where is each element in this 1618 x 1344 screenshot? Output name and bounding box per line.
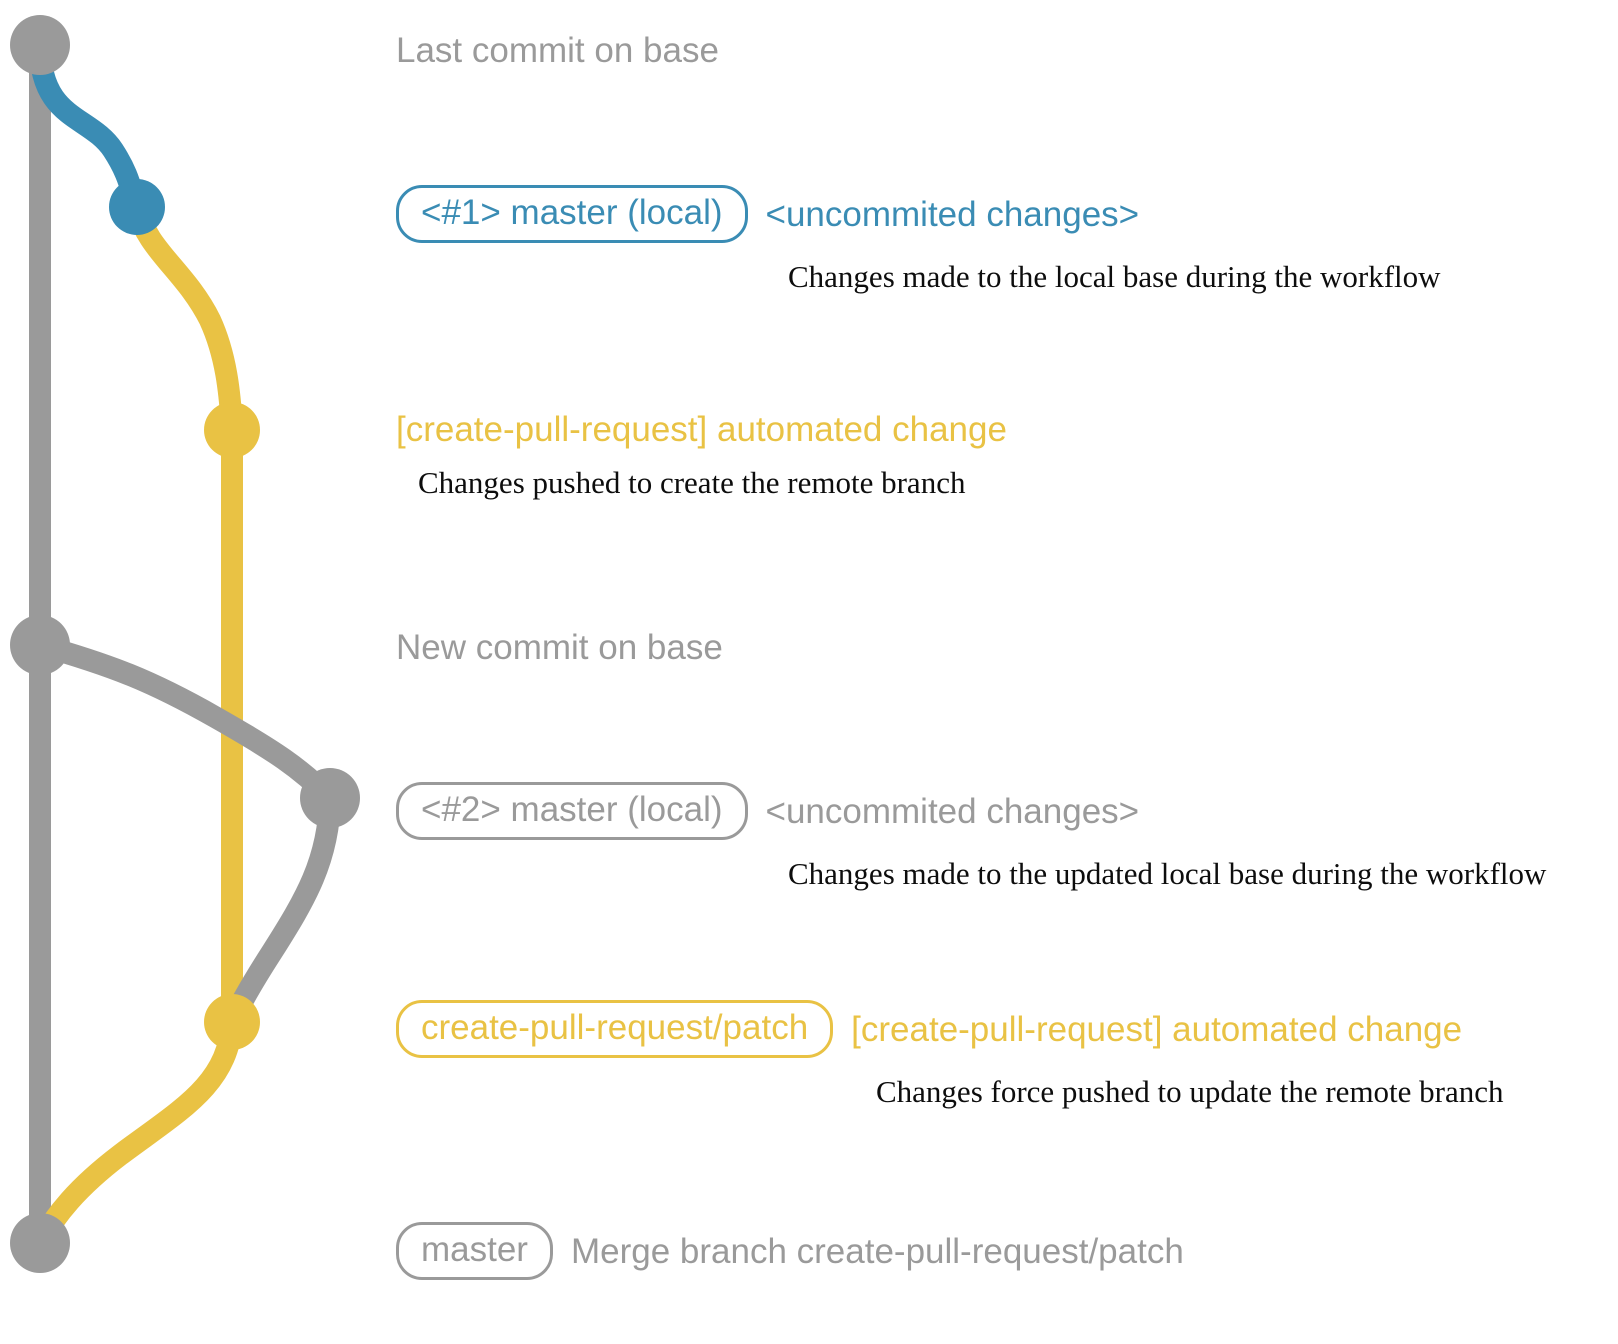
row-master-local-2: <#2> master (local) <uncommited changes>… xyxy=(396,782,1546,889)
node-local-2 xyxy=(300,768,360,828)
commit-note: Changes made to the local base during th… xyxy=(788,259,1441,294)
row-automated-change-2: create-pull-request/patch [create-pull-r… xyxy=(396,1000,1504,1107)
node-base-head xyxy=(10,15,70,75)
row-main: New commit on base xyxy=(396,630,723,665)
row-main: create-pull-request/patch [create-pull-r… xyxy=(396,1000,1504,1058)
ref-badge-master-local-1[interactable]: <#1> master (local) xyxy=(396,185,748,243)
commit-subject: New commit on base xyxy=(396,628,723,667)
edge-basenew-to-local2 xyxy=(29,634,341,809)
ref-badge-master-local-2[interactable]: <#2> master (local) xyxy=(396,782,748,840)
row-main: <#1> master (local) <uncommited changes> xyxy=(396,185,1441,243)
row-main: master Merge branch create-pull-request/… xyxy=(396,1222,1184,1280)
row-last-commit-on-base: Last commit on base xyxy=(396,33,719,68)
edge-patch2-to-merge xyxy=(29,1011,243,1254)
row-merge-commit: master Merge branch create-pull-request/… xyxy=(396,1222,1184,1280)
node-patch-1 xyxy=(204,402,260,458)
commit-note: Changes made to the updated local base d… xyxy=(788,856,1547,891)
commit-subject: <uncommited changes> xyxy=(765,194,1140,234)
row-main: Last commit on base xyxy=(396,33,719,68)
commit-subject: <uncommited changes> xyxy=(765,791,1140,831)
row-new-commit-on-base: New commit on base xyxy=(396,630,723,665)
node-local-1 xyxy=(109,179,165,235)
ref-badge-master[interactable]: master xyxy=(396,1222,553,1280)
commit-note: Changes pushed to create the remote bran… xyxy=(418,465,966,500)
commit-note: Changes force pushed to update the remot… xyxy=(876,1074,1504,1109)
commit-subject: Last commit on base xyxy=(396,31,719,70)
row-main: [create-pull-request] automated change xyxy=(396,412,1007,447)
commit-subject: [create-pull-request] automated change xyxy=(851,1009,1463,1049)
edge-local1-to-patch1 xyxy=(126,196,243,441)
row-master-local-1: <#1> master (local) <uncommited changes>… xyxy=(396,185,1441,292)
ref-badge-create-pull-request-patch[interactable]: create-pull-request/patch xyxy=(396,1000,834,1058)
commit-subject: [create-pull-request] automated change xyxy=(396,410,1007,449)
node-patch-2 xyxy=(204,994,260,1050)
row-automated-change-1: [create-pull-request] automated change C… xyxy=(396,412,1007,498)
commit-nodes xyxy=(10,15,360,1273)
commit-subject: Merge branch create-pull-request/patch xyxy=(570,1231,1184,1271)
node-base-new xyxy=(10,615,70,675)
node-merge xyxy=(10,1213,70,1273)
row-main: <#2> master (local) <uncommited changes> xyxy=(396,782,1546,840)
